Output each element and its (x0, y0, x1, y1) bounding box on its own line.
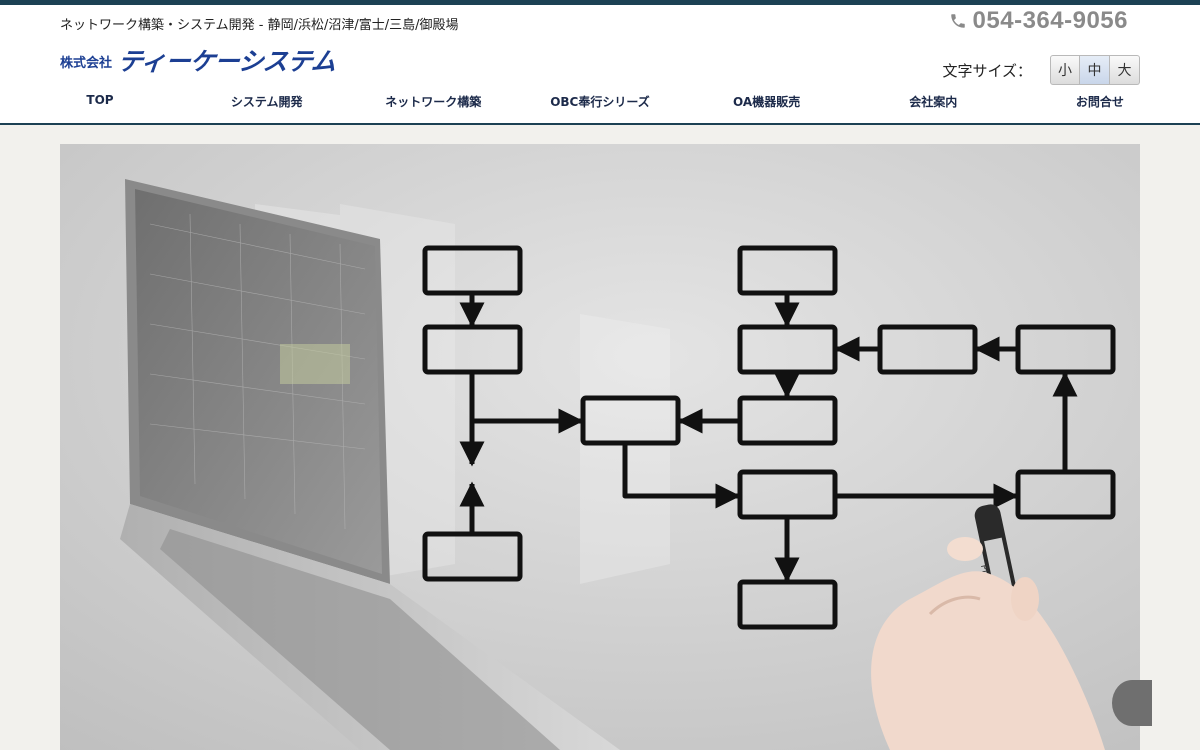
phone-contact[interactable]: 054-364-9056 (949, 7, 1128, 35)
laptop (120, 179, 620, 750)
phone-number: 054-364-9056 (972, 7, 1128, 34)
main-nav: TOP システム開発 ネットワーク構築 OBC奉行シリーズ OA機器販売 会社案… (20, 93, 1180, 110)
nav-item-company[interactable]: 会社案内 (909, 95, 958, 109)
font-size-large-button[interactable]: 大 (1110, 55, 1140, 85)
nav-item-system-development[interactable]: システム開発 (230, 95, 303, 109)
flowchart (422, 245, 1116, 630)
nav-item-obc[interactable]: OBC奉行シリーズ (550, 95, 650, 109)
font-size-small-button[interactable]: 小 (1050, 55, 1080, 85)
nav-item-oa-equipment[interactable]: OA機器販売 (733, 95, 801, 109)
header-divider (0, 123, 1200, 125)
font-size-switcher: 文字サイズ： 小 中 大 (942, 55, 1140, 85)
site-header: ネットワーク構築・システム開発 - 静岡/浜松/沼津/富士/三島/御殿場 054… (0, 5, 1200, 124)
scroll-up-button[interactable] (1112, 680, 1152, 726)
nav-item-contact[interactable]: お問合せ (1075, 95, 1124, 109)
phone-icon (950, 14, 965, 28)
hero-image: PILOT (60, 144, 1140, 750)
nav-item-top[interactable]: TOP (86, 93, 114, 107)
hand-with-marker: PILOT (871, 504, 1105, 750)
nav-item-network[interactable]: ネットワーク構築 (385, 95, 482, 109)
logo-company-type: 株式会社 (60, 56, 113, 71)
top-accent-bar (0, 0, 1200, 5)
font-size-medium-button[interactable]: 中 (1080, 55, 1110, 85)
logo-company-name: ティーケーシステム (116, 47, 338, 76)
hero-illustration: PILOT (60, 144, 1140, 750)
site-tagline: ネットワーク構築・システム開発 - 静岡/浜松/沼津/富士/三島/御殿場 (60, 18, 459, 33)
company-logo[interactable]: 株式会社 ティーケーシステム (60, 47, 338, 76)
font-size-label: 文字サイズ： (942, 61, 1032, 80)
